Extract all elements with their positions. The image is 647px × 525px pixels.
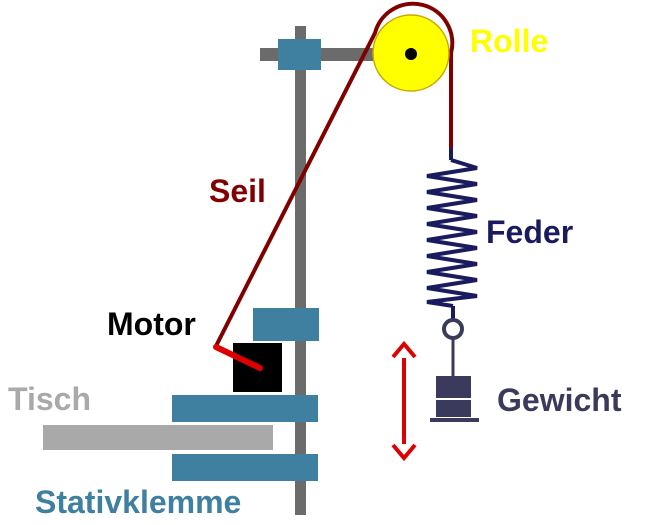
label-seil: Seil — [209, 173, 266, 209]
stand-clamp-lower-plate — [172, 454, 318, 481]
motor-arm — [213, 344, 263, 371]
motion-arrow — [391, 340, 417, 462]
label-stativklemme: Stativklemme — [35, 484, 241, 520]
stand-rod — [295, 26, 306, 515]
table-plate — [43, 425, 273, 450]
pulley-axle — [405, 48, 417, 60]
spring — [426, 148, 478, 320]
hook-ring — [442, 318, 464, 340]
label-rolle: Rolle — [470, 23, 548, 59]
pulley — [372, 14, 450, 92]
label-gewicht: Gewicht — [497, 382, 622, 418]
label-feder: Feder — [486, 214, 573, 250]
label-motor: Motor — [107, 306, 196, 342]
stand-clamp-upper-plate — [172, 395, 318, 422]
rope — [213, 1, 455, 349]
upper-clamp — [278, 39, 321, 70]
label-tisch: Tisch — [8, 381, 91, 417]
motor-clamp-upper — [253, 308, 319, 341]
weight — [430, 376, 479, 422]
